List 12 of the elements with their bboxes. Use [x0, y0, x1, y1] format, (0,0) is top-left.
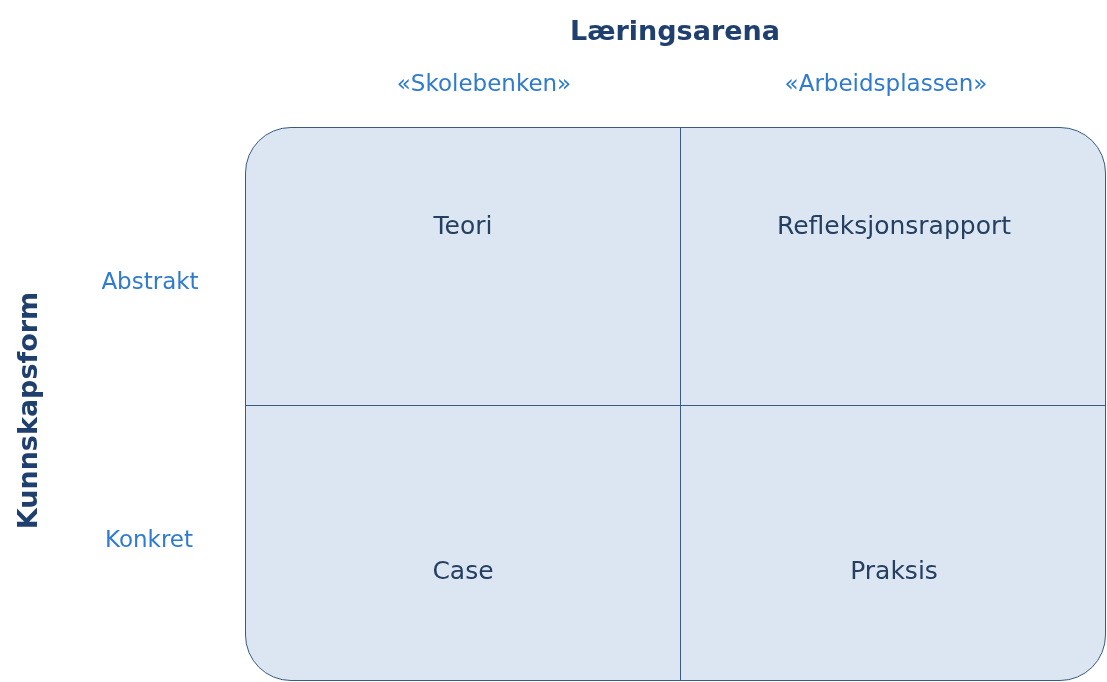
column-header: «Skolebenken» — [396, 70, 572, 96]
cell-label: Case — [432, 556, 494, 585]
row-header: Konkret — [105, 526, 193, 552]
cell-label: Praksis — [850, 556, 938, 585]
matrix-panel — [245, 127, 1106, 681]
matrix-cell — [246, 128, 681, 406]
cell-label: Teori — [433, 211, 493, 240]
column-header: «Arbeidsplassen» — [784, 70, 988, 96]
axis-title: Læringsarena — [570, 14, 780, 46]
axis-title: Kunnskapsform — [12, 291, 44, 529]
row-header: Abstrakt — [101, 268, 199, 294]
cell-label: Refleksjonsrapport — [776, 211, 1012, 240]
